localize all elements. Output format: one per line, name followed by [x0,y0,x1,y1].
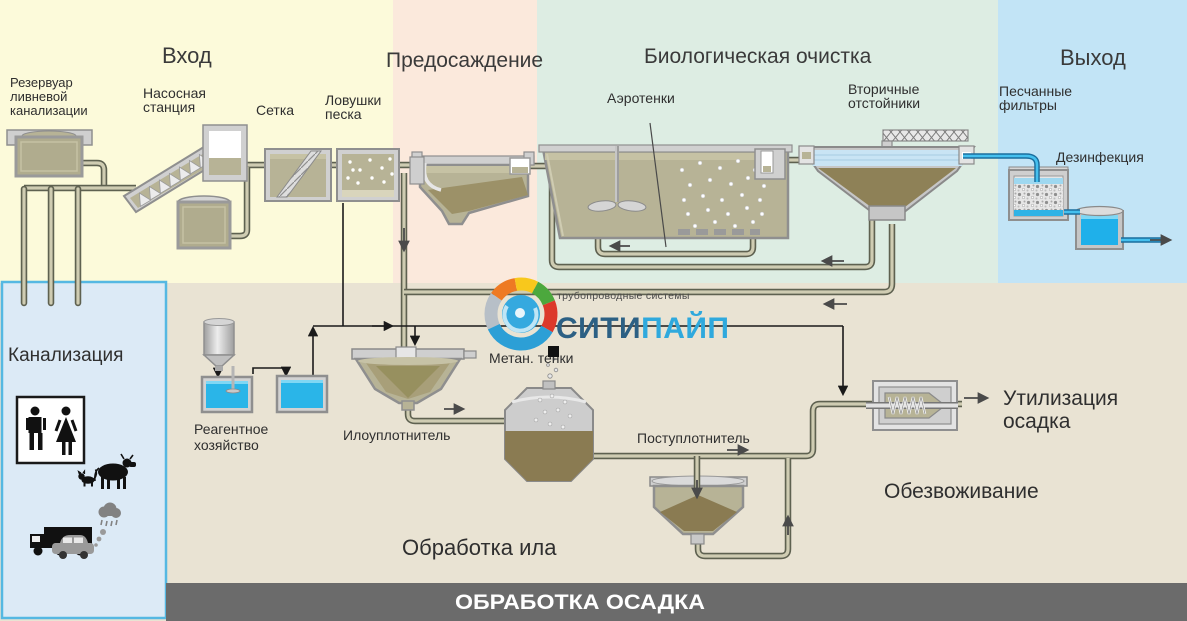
label-sand-filters: фильтры [999,97,1057,113]
aeration-pointer-line [649,122,667,248]
screen-unit [264,148,332,202]
label-dewatering: Обезвоживание [884,480,1039,503]
label-secondary-clarifiers: Вторичные [848,81,920,97]
primary-clarifier [409,151,535,226]
sewage-sources-panel [0,280,168,620]
label-reagent-facility: Реагентное [194,421,269,437]
label-sand-traps: Ловушки [325,92,381,108]
label-screen: Сетка [256,102,294,118]
zone-title-output: Выход [1060,45,1126,70]
clean-water-pipes [963,153,1162,243]
label-pump-station: станция [143,99,195,115]
sand-traps-unit [336,148,400,202]
car-icon [52,535,94,559]
zone-title-presettling: Предосаждение [386,49,543,72]
disinfection-tank [1075,205,1124,250]
zone-title-input: Вход [162,43,212,68]
footer-title: ОБРАБОТКА ОСАДКА [455,591,705,614]
logo-brand: СИТИПАЙП [556,311,729,345]
label-sewage: Канализация [8,345,123,366]
label-pump-station: Насосная [143,85,206,101]
sludge-thickener [351,346,477,411]
label-storm-reservoir: канализации [10,103,88,118]
label-secondary-clarifiers: отстойники [848,95,920,111]
label-sand-filters: Песчанные [999,83,1072,99]
label-storm-reservoir: ливневой [10,89,67,104]
zone-title-biological: Биологическая очистка [644,45,872,68]
label-aeration-tanks: Аэротенки [607,90,675,106]
label-reagent-facility: хозяйство [194,437,259,453]
citypipe-logo-icon [484,277,558,351]
label-sludge-disposal: осадка [1003,410,1071,433]
rain-cloud-icon [94,502,121,547]
pump-station [122,124,248,250]
flow-arrows [398,228,1173,535]
methane-digester [504,357,594,482]
screw-press [866,380,958,431]
footer-bar: ОБРАБОТКА ОСАДКА [166,583,1187,621]
cursor-artifact [548,346,559,357]
label-disinfection: Дезинфекция [1056,149,1144,165]
reagent-facility [200,318,329,414]
citypipe-logo: трубопроводные системы СИТИПАЙП [484,277,729,351]
cow-icon [94,453,136,489]
label-sludge-processing: Обработка ила [402,535,557,560]
dosing-lines [212,203,849,397]
label-methane-tanks: Метан. тенки [489,350,573,366]
label-sludge-disposal: Утилизация [1003,387,1118,410]
label-post-thickener: Поступлотнитель [637,430,750,446]
logo-tagline: трубопроводные системы [557,290,690,302]
zone-presettling [393,0,537,283]
label-sand-traps: песка [325,106,362,122]
pipe-network [20,156,962,560]
secondary-clarifier [798,129,976,221]
aeration-tank [538,122,793,248]
wc-icon [15,395,86,465]
cat-icon [77,469,98,487]
storm-reservoir [6,129,93,178]
label-storm-reservoir: Резервуар [10,75,73,90]
label-sludge-thickener: Илоуплотнитель [343,427,450,443]
